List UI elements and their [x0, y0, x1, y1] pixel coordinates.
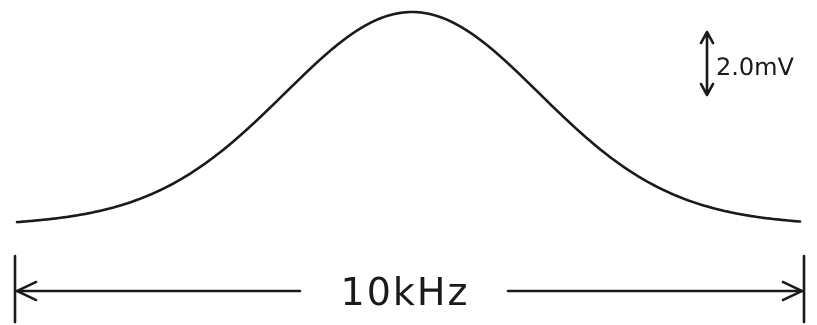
span-left-arrow-icon [15, 280, 38, 302]
span-indicator [13, 254, 806, 324]
span-right-arrow-icon [781, 280, 804, 302]
span-label: 10kHz [341, 270, 470, 314]
scale-bar-label: 2.0mV [716, 53, 795, 81]
scale-bar [699, 30, 715, 97]
scale-bar-down-arrow-icon [699, 82, 715, 97]
response-curve [15, 10, 802, 224]
scale-bar-up-arrow-icon [699, 30, 715, 45]
